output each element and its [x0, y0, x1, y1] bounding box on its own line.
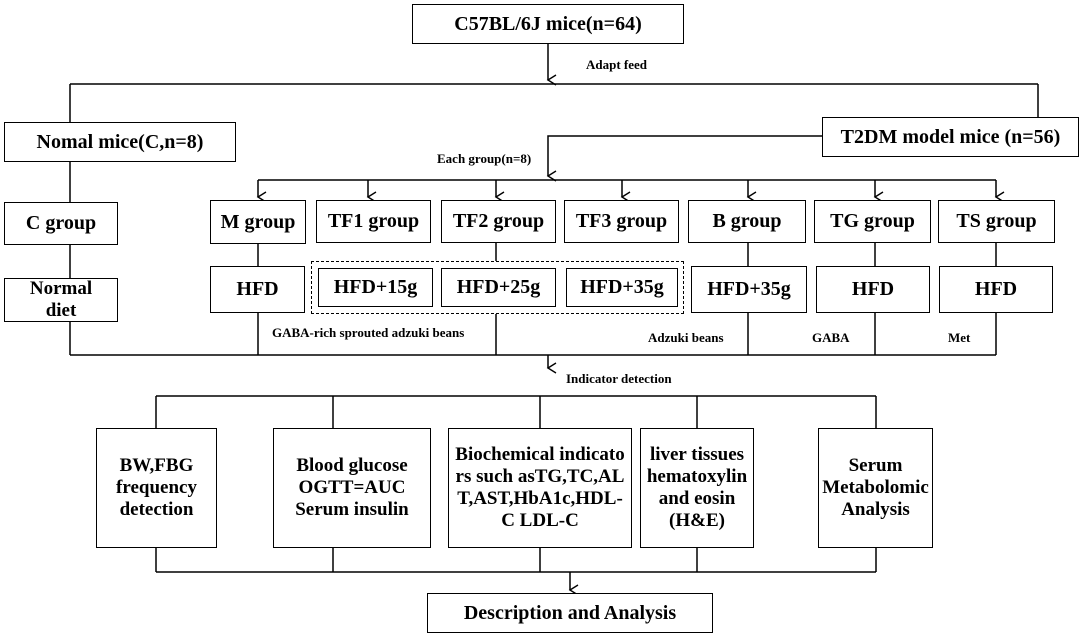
- each-group-label: Each group(n=8): [437, 151, 532, 166]
- c-diet-box: Normal diet: [4, 278, 118, 322]
- tf3-group-box: TF3 group: [564, 200, 679, 243]
- met-label: Met: [948, 330, 971, 345]
- tf3-diet-box: HFD+35g: [566, 268, 678, 307]
- tf1-diet-box: HFD+15g: [318, 268, 433, 307]
- c-group-box: C group: [4, 202, 118, 245]
- m-diet-box: HFD: [210, 266, 305, 313]
- b-diet-box: HFD+35g: [691, 266, 807, 313]
- normal-mice-box: Nomal mice(C,n=8): [4, 122, 236, 162]
- m-group-box: M group: [210, 200, 306, 244]
- tf1-group-box: TF1 group: [316, 200, 431, 243]
- tg-diet-box: HFD: [816, 266, 930, 313]
- t2dm-mice-box: T2DM model mice (n=56): [822, 117, 1079, 157]
- ts-group-box: TS group: [938, 200, 1055, 243]
- indicator-liver-tissue-box: liver tissues hematoxylin and eosin (H&E…: [640, 428, 754, 548]
- b-group-box: B group: [688, 200, 806, 243]
- ts-diet-box: HFD: [939, 266, 1053, 313]
- indicator-bw-fbg-box: BW,FBG frequency detection: [96, 428, 217, 548]
- sprouted-beans-label: GABA-rich sprouted adzuki beans: [272, 325, 465, 340]
- adzuki-beans-label: Adzuki beans: [648, 330, 724, 345]
- tf2-diet-box: HFD+25g: [441, 268, 556, 307]
- top-box: C57BL/6J mice(n=64): [412, 4, 684, 44]
- indicator-biochemical-box: Biochemical indicators such asTG,TC,ALT,…: [448, 428, 632, 548]
- indicator-blood-glucose-box: Blood glucose OGTT=AUC Serum insulin: [273, 428, 431, 548]
- tg-group-box: TG group: [814, 200, 931, 243]
- final-analysis-box: Description and Analysis: [427, 593, 713, 633]
- adapt-feed-label: Adapt feed: [586, 57, 648, 72]
- indicator-metabolomic-box: Serum Metabolomic Analysis: [818, 428, 933, 548]
- indicator-detection-label: Indicator detection: [566, 371, 672, 386]
- sprouted-groups-dashed-outline: [311, 261, 684, 314]
- gaba-label: GABA: [812, 330, 850, 345]
- tf2-group-box: TF2 group: [441, 200, 556, 243]
